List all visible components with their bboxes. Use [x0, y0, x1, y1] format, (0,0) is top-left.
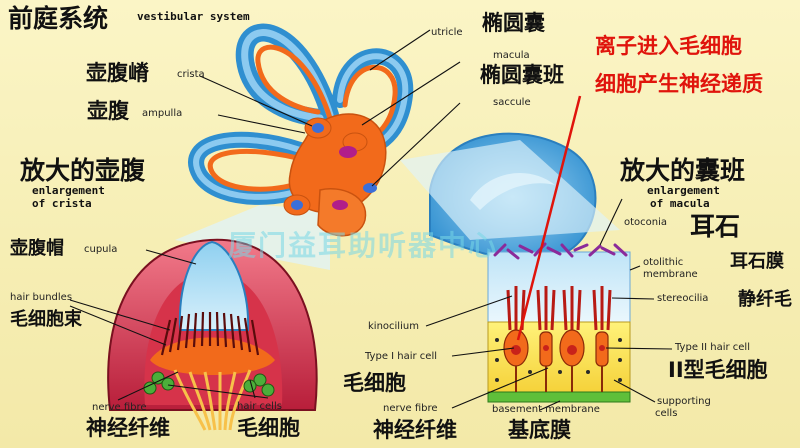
- watermark: 厦门益耳助听器中心: [228, 229, 499, 262]
- otoconia-label-en: otoconia: [624, 217, 668, 228]
- left-panel-title-en-1: enlargement: [32, 184, 105, 197]
- supporting-cell-dots: [495, 338, 622, 382]
- nerve-fibres: [173, 369, 252, 431]
- stereocilia: [506, 286, 612, 331]
- title-cn: 前庭系统: [8, 4, 109, 33]
- left-nerve-label-en: nerve fibre: [92, 402, 147, 413]
- cupula-label-cn: 壶腹帽: [10, 238, 64, 259]
- right-zoom-wedge: [400, 140, 620, 240]
- left-hair-cells-label-cn: 毛细胞: [237, 416, 300, 440]
- basement-label-cn: 基底膜: [508, 418, 571, 442]
- type1-label-cn: 毛细胞: [343, 371, 406, 395]
- ampulla-label-cn: 壶腹: [87, 99, 129, 123]
- hair-bundles-label-en: hair bundles: [10, 292, 73, 303]
- otolithic-label-en-1: otolithic: [643, 257, 684, 268]
- hair-cell-nuclei: [511, 345, 605, 355]
- left-nerve-label-cn: 神经纤维: [86, 416, 170, 440]
- utricle-label-cn: 椭圆囊: [482, 11, 545, 35]
- hair-bundles-label-cn: 毛细胞束: [10, 309, 82, 330]
- left-panel-title-cn: 放大的壶腹: [20, 156, 146, 185]
- stereocilia-label-en: stereocilia: [657, 293, 709, 304]
- crista-hair-cells: [143, 371, 275, 397]
- otoconia-label-cn: 耳石: [690, 212, 741, 241]
- kinocilium-label-en: kinocilium: [368, 321, 419, 332]
- posterior-canal-inner: [241, 29, 334, 122]
- right-panel-title-cn: 放大的囊班: [620, 156, 746, 185]
- left-zoom-wedge: [175, 205, 330, 270]
- title-en: vestibular system: [137, 10, 250, 23]
- type2-label-cn: II型毛细胞: [668, 358, 768, 382]
- ampulla-label-en: ampulla: [142, 108, 183, 119]
- saccule-label-en: saccule: [493, 97, 531, 108]
- basement-membrane: [487, 391, 631, 403]
- macula-enlargement: [487, 242, 631, 403]
- otolithic-label-en-2: membrane: [643, 269, 698, 280]
- type1-label-en: Type I hair cell: [365, 351, 438, 362]
- annotation-line-1: 离子进入毛细胞: [595, 34, 742, 58]
- macula-nerve-fibres: [515, 366, 603, 392]
- macula-label-cn: 椭圆囊班: [480, 63, 564, 87]
- crista-base: [150, 337, 275, 375]
- otolithic-membrane: [487, 251, 631, 323]
- sensory-patches: [291, 123, 377, 210]
- supporting-label-en-2: cells: [655, 408, 678, 419]
- leader-lines: [69, 29, 673, 411]
- right-nerve-label-cn: 神经纤维: [373, 418, 457, 442]
- cupula: [178, 240, 250, 331]
- saccule-body: [317, 188, 367, 237]
- cupula-label-en: cupula: [84, 244, 118, 255]
- otolithic-label-cn: 耳石膜: [730, 251, 784, 272]
- hair-bundles: [160, 311, 260, 356]
- lateral-canal-inner: [193, 136, 313, 200]
- macula-label-en: macula: [493, 50, 530, 61]
- crista-label-cn: 壶腹嵴: [86, 61, 149, 85]
- right-nerve-label-en: nerve fibre: [383, 403, 438, 414]
- left-hair-cells-label-en: hair cells: [237, 401, 282, 412]
- stereocilia-label-cn: 静纤毛: [738, 289, 792, 310]
- left-panel-title-en-2: of crista: [32, 197, 92, 210]
- right-panel-title-en-2: of macula: [650, 197, 710, 210]
- utricle-label-en: utricle: [431, 27, 463, 38]
- annotation-pointer: [516, 95, 582, 341]
- crista-enlargement: [107, 238, 318, 431]
- type2-label-en: Type II hair cell: [675, 342, 750, 353]
- annotation-line-2: 细胞产生神经递质: [595, 72, 763, 96]
- supporting-label-en-1: supporting: [657, 396, 711, 407]
- basement-label-en: basement membrane: [492, 404, 600, 415]
- otoconia-crystals: [493, 242, 628, 260]
- crista-label-en: crista: [177, 69, 205, 80]
- right-panel-title-en-1: enlargement: [647, 184, 720, 197]
